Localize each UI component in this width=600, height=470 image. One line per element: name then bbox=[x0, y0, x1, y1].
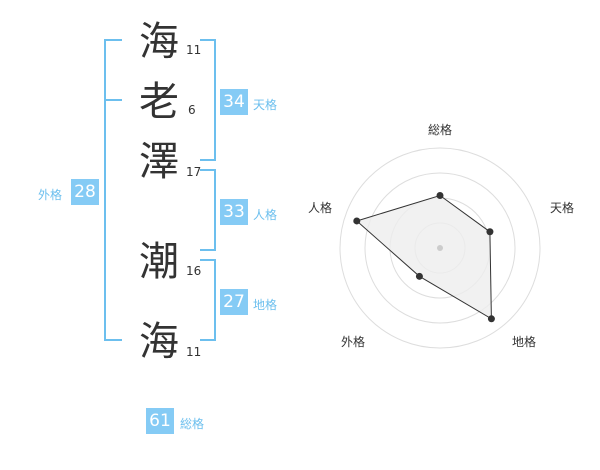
name-char-1: 海 bbox=[139, 19, 179, 65]
soukaku-value: 61 bbox=[146, 408, 174, 434]
radar-polygon bbox=[355, 194, 492, 320]
jinkaku-value: 33 bbox=[220, 199, 248, 225]
name-char-4: 潮 bbox=[139, 239, 179, 285]
name-char-2: 老 bbox=[139, 79, 179, 125]
stroke-count-4: 16 bbox=[186, 264, 202, 278]
bracket-jinkaku bbox=[200, 169, 216, 251]
stroke-count-1: 11 bbox=[186, 43, 202, 57]
radar-point-4 bbox=[415, 272, 423, 280]
chikaku-value: 27 bbox=[220, 289, 248, 315]
radar-point-5 bbox=[353, 217, 361, 225]
stroke-count-3: 17 bbox=[186, 165, 202, 179]
tenkaku-value: 34 bbox=[220, 89, 248, 115]
radar-label-chikaku: 地格 bbox=[512, 334, 536, 349]
tenkaku-label: 天格 bbox=[253, 98, 278, 112]
bracket-tenkaku bbox=[200, 39, 216, 161]
radar-label-soukaku: 総格 bbox=[428, 122, 452, 137]
radar-point-3 bbox=[487, 315, 495, 323]
radar-dots bbox=[353, 192, 495, 323]
gaikaku-value: 28 bbox=[71, 179, 99, 205]
name-char-5: 海 bbox=[139, 319, 179, 365]
radar-ring-3 bbox=[364, 172, 516, 324]
radar-ring-4 bbox=[339, 147, 541, 349]
radar-label-jinkaku: 人格 bbox=[308, 200, 332, 215]
bracket-chikaku bbox=[200, 259, 216, 341]
jinkaku-label: 人格 bbox=[253, 208, 278, 222]
name-char-3: 澤 bbox=[139, 139, 179, 185]
radar-center-dot bbox=[437, 245, 443, 251]
stroke-count-2: 6 bbox=[188, 103, 196, 117]
radar-label-gaikaku: 外格 bbox=[341, 334, 365, 349]
radar-point-1 bbox=[436, 192, 444, 199]
radar-label-tenkaku: 天格 bbox=[550, 200, 574, 215]
gaikaku-label: 外格 bbox=[38, 188, 63, 202]
soukaku-label: 総格 bbox=[180, 417, 205, 431]
chikaku-label: 地格 bbox=[253, 298, 278, 312]
stroke-count-5: 11 bbox=[186, 345, 202, 359]
radar-point-2 bbox=[486, 228, 494, 236]
bracket-gaikaku bbox=[104, 39, 122, 341]
